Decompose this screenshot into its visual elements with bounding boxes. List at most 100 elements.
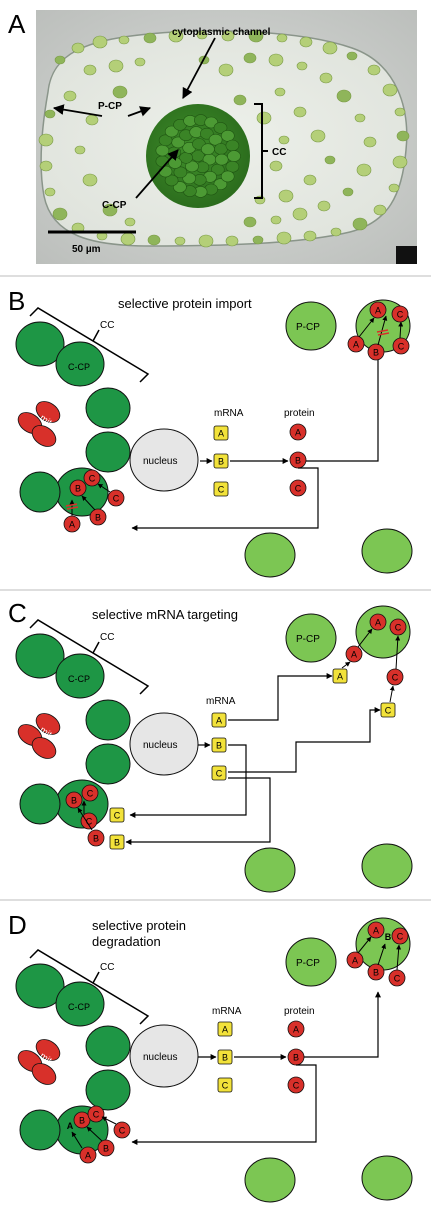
panel-d-title-line2: degradation <box>92 934 161 949</box>
peripheral-chloroplast <box>363 136 377 148</box>
svg-text:A: A <box>222 1025 228 1035</box>
import-arrow-b <box>86 1126 103 1142</box>
central-chloroplast <box>208 133 223 146</box>
import-arrow-b <box>77 807 93 831</box>
arrow-protein-to-pcp <box>304 991 381 1058</box>
import-arrow-b <box>377 943 386 966</box>
peripheral-chloroplast <box>244 847 296 893</box>
peripheral-chloroplast <box>44 187 56 197</box>
mrna-b: B <box>211 737 227 753</box>
central-chloroplast <box>85 387 131 429</box>
svg-text:A: A <box>67 1121 74 1131</box>
svg-text:A: A <box>337 672 343 682</box>
arrow-protein-to-ccp <box>131 1064 317 1145</box>
import-arrow-a <box>358 317 375 338</box>
peripheral-chloroplast <box>85 114 99 126</box>
svg-text:C: C <box>394 974 401 984</box>
peripheral-chloroplast <box>225 235 239 247</box>
ccp-mrna-b: B <box>109 834 125 850</box>
mitochondrion <box>35 401 61 423</box>
svg-text:B: B <box>385 932 392 942</box>
peripheral-chloroplast <box>120 232 136 246</box>
svg-text:C: C <box>392 673 399 683</box>
panel-a-letter: A <box>8 9 26 39</box>
peripheral-chloroplast <box>278 135 290 145</box>
import-arrow-a <box>357 628 373 648</box>
peripheral-chloroplast <box>244 1157 296 1203</box>
central-cluster-texture <box>155 114 241 198</box>
peripheral-chloroplast <box>361 843 413 889</box>
pcp-protein-c-inside: C <box>391 927 409 945</box>
peripheral-chloroplast <box>256 111 272 125</box>
peripheral-chloroplast <box>248 29 264 43</box>
central-chloroplast <box>158 134 173 147</box>
peripheral-chloroplast <box>143 32 157 44</box>
cytoplasmic-channel-arrow <box>182 37 216 99</box>
import-arrow-b <box>81 495 96 511</box>
central-chloroplast <box>225 160 240 173</box>
ccp-protein-b-outside: B <box>97 1139 115 1157</box>
peripheral-chloroplast <box>396 130 410 142</box>
peripheral-chloroplast <box>168 29 184 43</box>
import-arrow-c <box>396 944 402 971</box>
mitochondrion <box>31 1063 57 1085</box>
pcp-arrow-left <box>52 104 103 117</box>
pcp-protein-a-outside: A <box>347 335 365 353</box>
peripheral-chloroplast <box>74 145 86 155</box>
peripheral-chloroplast <box>361 528 413 574</box>
svg-text:A: A <box>375 306 381 316</box>
cc-bracket-tick <box>92 329 100 342</box>
cc-label: CC <box>100 320 114 331</box>
protein-header: protein <box>284 408 315 419</box>
import-arrow-a <box>357 936 372 954</box>
nucleus-label: nucleus <box>143 1052 177 1063</box>
svg-text:C: C <box>293 1081 300 1091</box>
peripheral-chloroplast <box>382 83 398 97</box>
pcp-protein-c-outside: C <box>386 668 404 686</box>
central-chloroplast <box>227 150 241 162</box>
svg-text:B: B <box>295 456 301 466</box>
nucleus-label: nucleus <box>143 740 177 751</box>
import-arrow-a <box>71 1131 83 1149</box>
pcp-label: P-CP <box>98 101 122 112</box>
svg-text:B: B <box>75 484 81 494</box>
arrow-mrna-c-to-pcp <box>228 707 381 773</box>
peripheral-chloroplast <box>124 217 136 227</box>
pcp-protein-c-outside: C <box>392 337 410 355</box>
peripheral-chloroplast <box>274 87 286 97</box>
svg-text:C: C <box>385 706 392 716</box>
central-chloroplast <box>85 1069 131 1111</box>
peripheral-chloroplast <box>322 41 338 55</box>
pcp-protein-b-inside: B <box>385 932 392 942</box>
svg-text:B: B <box>71 796 77 806</box>
peripheral-chloroplast <box>299 36 313 48</box>
peripheral-chloroplast <box>38 133 54 147</box>
central-chloroplast <box>185 160 199 173</box>
cc-label: CC <box>100 632 114 643</box>
central-chloroplast <box>220 170 235 183</box>
ccp-protein-b-inside: B <box>65 791 83 809</box>
peripheral-chloroplast <box>310 129 326 143</box>
block-mark <box>376 329 390 336</box>
svg-text:A: A <box>373 926 379 936</box>
peripheral-chloroplast <box>354 113 366 123</box>
peripheral-chloroplast <box>324 155 336 165</box>
ccp-protein-a-outside: A <box>63 515 81 533</box>
panel-b-letter: B <box>8 286 25 316</box>
mrna-b: B <box>217 1049 233 1065</box>
panel-d: D selective protein degradation CC C-CP … <box>8 910 413 1203</box>
central-chloroplast <box>221 130 235 142</box>
peripheral-chloroplast <box>174 236 186 246</box>
nucleus <box>129 428 199 492</box>
central-chloroplast <box>164 174 179 187</box>
mrna-c: C <box>211 765 227 781</box>
peripheral-chloroplast <box>252 235 264 245</box>
svg-text:C: C <box>397 932 404 942</box>
peripheral-chloroplast <box>134 57 146 67</box>
protein-c: C <box>287 1076 305 1094</box>
central-chloroplast <box>85 431 131 473</box>
svg-text:B: B <box>93 834 99 844</box>
svg-text:A: A <box>293 1025 299 1035</box>
central-chloroplast <box>167 146 182 159</box>
peripheral-chloroplast <box>52 207 68 221</box>
